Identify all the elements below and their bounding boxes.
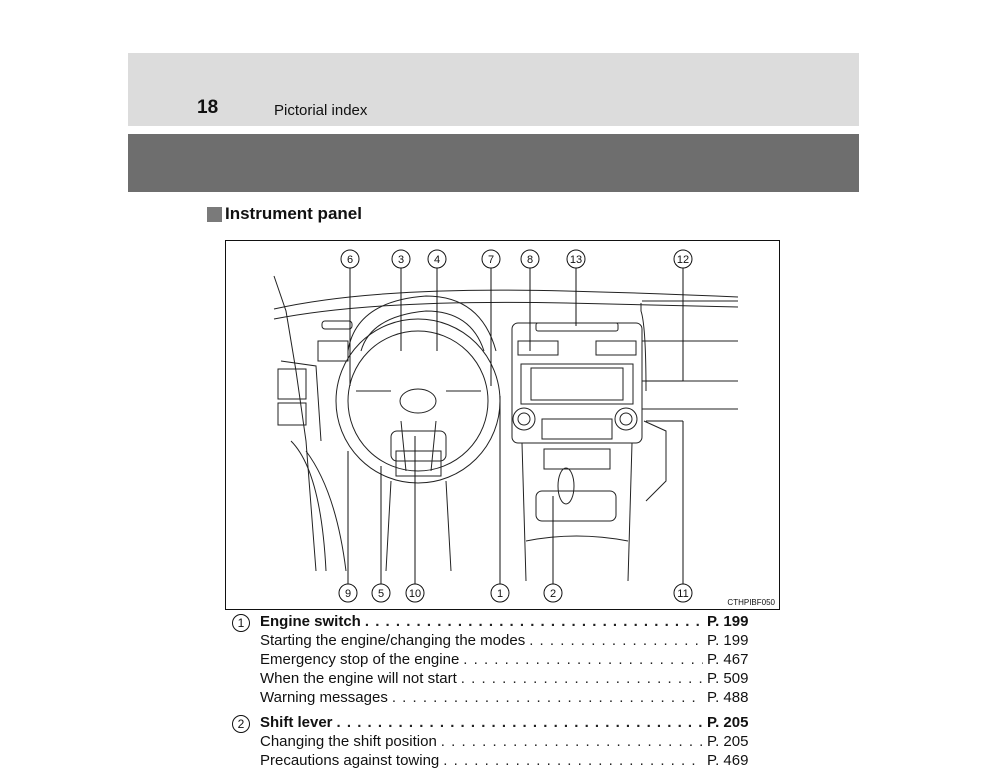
callout-3: 3 — [398, 254, 404, 266]
dashboard-drawing: 6 3 4 7 8 13 12 9 5 10 1 2 11 — [273, 249, 739, 603]
subitem-page: P. 509 — [707, 670, 749, 687]
subitem-label: Changing the shift position — [260, 733, 437, 750]
subitem-page: P. 467 — [707, 651, 749, 668]
leader-dots: . . . . . . . . . . . . . . . . . . . . … — [440, 733, 703, 750]
subitem-page: P. 469 — [707, 752, 749, 769]
leader-dots: . . . . . . . . . . . . . . . . . . . . … — [460, 670, 703, 687]
callout-8: 8 — [527, 254, 533, 266]
subitem-label: Precautions against towing — [260, 752, 440, 769]
subitem-label: Warning messages — [260, 689, 388, 706]
page-number: 18 — [197, 97, 219, 118]
subitem-row: Emergency stop of the engine . . . . . .… — [232, 651, 757, 670]
callout-7: 7 — [488, 254, 494, 266]
instrument-panel-illustration: 6 3 4 7 8 13 12 9 5 10 1 2 11 CTHPIBF050 — [225, 240, 780, 610]
leader-dots: . . . . . . . . . . . . . . . . . . . . … — [463, 651, 703, 668]
callout-6: 6 — [347, 254, 353, 266]
callout-1: 1 — [497, 588, 503, 600]
callout-5: 5 — [378, 588, 384, 600]
subitem-row: When the engine will not start . . . . .… — [232, 670, 757, 689]
section-heading: Instrument panel — [207, 204, 362, 224]
subitem-page: P. 199 — [707, 632, 749, 649]
callout-9: 9 — [345, 588, 351, 600]
item-main-row: 2 Shift lever . . . . . . . . . . . . . … — [232, 714, 757, 733]
leader-dots: . . . . . . . . . . . . . . . . . . . . … — [443, 752, 703, 769]
section-title: Instrument panel — [225, 204, 362, 223]
item-number: 1 — [232, 614, 250, 632]
item-page: P. 205 — [707, 714, 749, 731]
list-item: 2 Shift lever . . . . . . . . . . . . . … — [232, 714, 757, 771]
header-band — [128, 53, 859, 126]
section-name: Pictorial index — [274, 102, 368, 119]
leader-dots: . . . . . . . . . . . . . . . . . . . . … — [336, 714, 703, 731]
subitem-label: When the engine will not start — [260, 670, 457, 687]
subitem-label: Starting the engine/changing the modes — [260, 632, 526, 649]
item-list: 1 Engine switch . . . . . . . . . . . . … — [232, 613, 757, 777]
figure-code: CTHPIBF050 — [727, 598, 775, 607]
subitem-page: P. 205 — [707, 733, 749, 750]
callout-12: 12 — [677, 254, 689, 266]
callout-11: 11 — [677, 588, 688, 600]
callout-13: 13 — [570, 254, 582, 266]
item-title: Shift lever — [260, 714, 333, 731]
list-item: 1 Engine switch . . . . . . . . . . . . … — [232, 613, 757, 708]
callout-10: 10 — [409, 588, 421, 600]
callout-4: 4 — [434, 254, 440, 266]
subitem-row: Warning messages . . . . . . . . . . . .… — [232, 689, 757, 708]
callout-2: 2 — [550, 588, 556, 600]
subitem-row: Precautions against towing . . . . . . .… — [232, 752, 757, 771]
subitem-label: Emergency stop of the engine — [260, 651, 460, 668]
item-title: Engine switch — [260, 613, 361, 630]
header-dark-band — [128, 134, 859, 192]
item-page: P. 199 — [707, 613, 749, 630]
item-main-row: 1 Engine switch . . . . . . . . . . . . … — [232, 613, 757, 632]
subitem-row: Changing the shift position . . . . . . … — [232, 733, 757, 752]
item-number: 2 — [232, 715, 250, 733]
leader-dots: . . . . . . . . . . . . . . . . . . . . … — [529, 632, 703, 649]
subitem-row: Starting the engine/changing the modes .… — [232, 632, 757, 651]
leader-dots: . . . . . . . . . . . . . . . . . . . . … — [391, 689, 703, 706]
heading-square-icon — [207, 206, 222, 222]
subitem-page: P. 488 — [707, 689, 749, 706]
leader-dots: . . . . . . . . . . . . . . . . . . . . … — [364, 613, 703, 630]
